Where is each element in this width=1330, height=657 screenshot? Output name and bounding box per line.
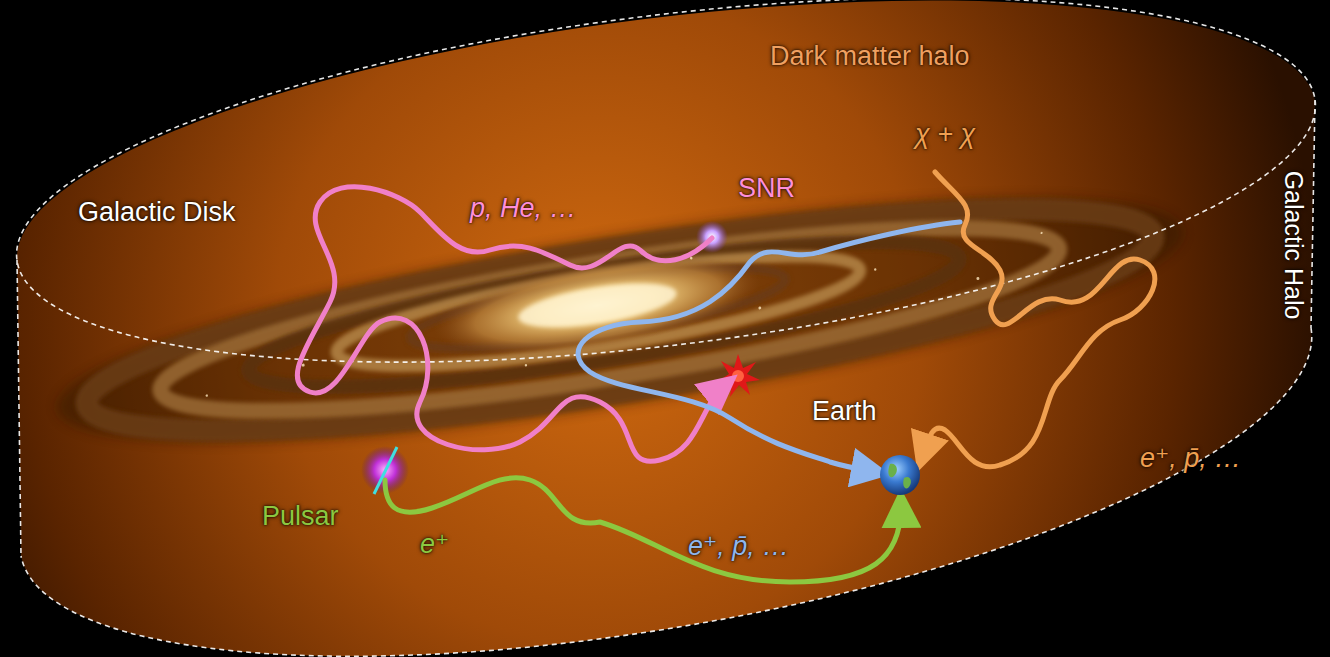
galactic-disk-part-part bbox=[1040, 232, 1043, 235]
particle-label: e⁺, p̄, … bbox=[1140, 442, 1241, 474]
particle-label: e⁺ bbox=[420, 528, 449, 560]
earth-label: Earth bbox=[812, 395, 877, 427]
earth-part bbox=[880, 455, 920, 495]
galactic-disk-part bbox=[331, 234, 866, 388]
galactic-disk-part-part bbox=[301, 363, 304, 366]
galactic-disk-part-part bbox=[525, 364, 528, 367]
halo-cylinder-fill bbox=[17, 1, 1315, 657]
explosion-star-part bbox=[717, 354, 760, 397]
galactic-disk-part-part bbox=[758, 306, 761, 309]
source-label: SNR bbox=[738, 172, 795, 204]
disk-label: Galactic Disk bbox=[78, 196, 236, 228]
annihilation-label: χ + χ bbox=[915, 118, 975, 150]
galactic-disk-part bbox=[44, 147, 1197, 493]
dark-matter-path bbox=[922, 172, 1155, 467]
halo-outline-part bbox=[21, 328, 1312, 656]
particle-label: e⁺, p̄, … bbox=[688, 530, 789, 562]
galactic-disk-part-part bbox=[205, 394, 208, 397]
explosion-star bbox=[717, 354, 760, 397]
halo-outline-part bbox=[1311, 100, 1315, 328]
galactic-disk-part bbox=[516, 275, 680, 336]
earth bbox=[880, 455, 920, 495]
galactic-disk-part-part bbox=[976, 277, 979, 280]
halo-label: Dark matter halo bbox=[770, 40, 970, 72]
galactic-disk bbox=[44, 147, 1197, 493]
particle-label: p, He, … bbox=[470, 192, 577, 224]
galactic-disk-part-part bbox=[874, 268, 877, 271]
galactic-disk-part bbox=[428, 238, 767, 373]
cosmic-ray-path bbox=[297, 187, 726, 462]
explosion-star-part bbox=[732, 370, 744, 382]
halo-label: Galactic Halo bbox=[1279, 171, 1309, 320]
halo-outline-part bbox=[17, 260, 21, 556]
galactic-disk-part bbox=[75, 164, 1164, 475]
halo-outline-part bbox=[0, 0, 1330, 423]
secondary-path bbox=[578, 222, 960, 472]
pulsar-path bbox=[385, 478, 901, 582]
source-label: Pulsar bbox=[262, 500, 339, 532]
earth-part bbox=[888, 464, 911, 489]
